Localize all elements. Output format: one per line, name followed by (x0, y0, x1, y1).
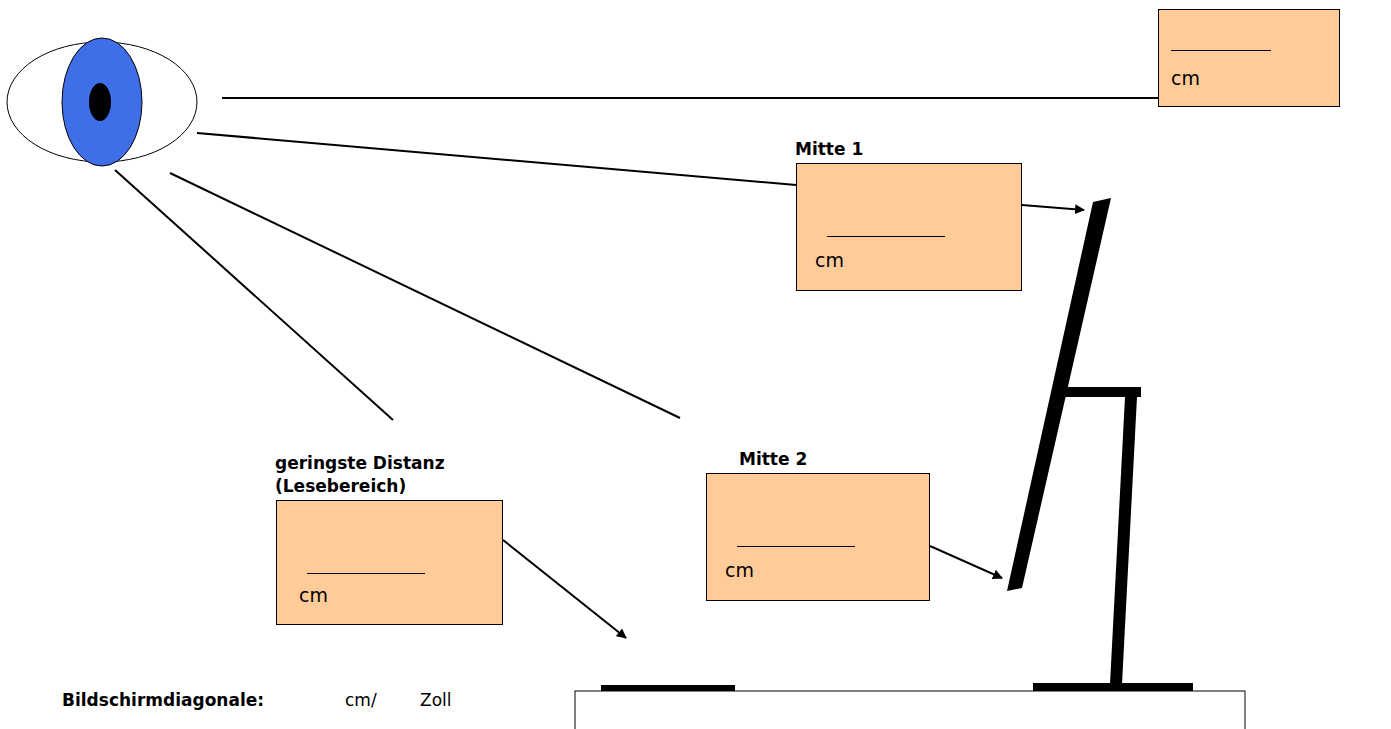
blank-line (737, 546, 855, 547)
label-text: Bildschirmdiagonale: (62, 689, 264, 711)
unit-text: cm (725, 558, 754, 582)
eye (7, 38, 197, 166)
box-heading: Mitte 1 (795, 138, 995, 161)
box-heading: Mitte 2 (739, 448, 929, 471)
monitor (1007, 198, 1193, 691)
desk (575, 691, 1245, 729)
measure-box: Mitte 1cm (796, 163, 1022, 291)
label-text: Zoll (420, 689, 452, 711)
keyboard (601, 685, 735, 691)
label-text: cm/ (345, 689, 377, 711)
unit-text: cm (1171, 66, 1200, 90)
unit-text: cm (815, 248, 844, 272)
blank-line (307, 573, 425, 574)
unit-text: cm (299, 583, 328, 607)
blank-line (827, 236, 945, 237)
sight-lines (115, 98, 1158, 420)
measure-box: geringste Distanz (Lesebereich)cm (276, 500, 503, 625)
measure-box: Mitte 2cm (706, 473, 930, 601)
blank-line (1171, 50, 1271, 51)
measure-box: cm (1158, 9, 1340, 107)
box-heading: geringste Distanz (Lesebereich) (275, 452, 490, 498)
